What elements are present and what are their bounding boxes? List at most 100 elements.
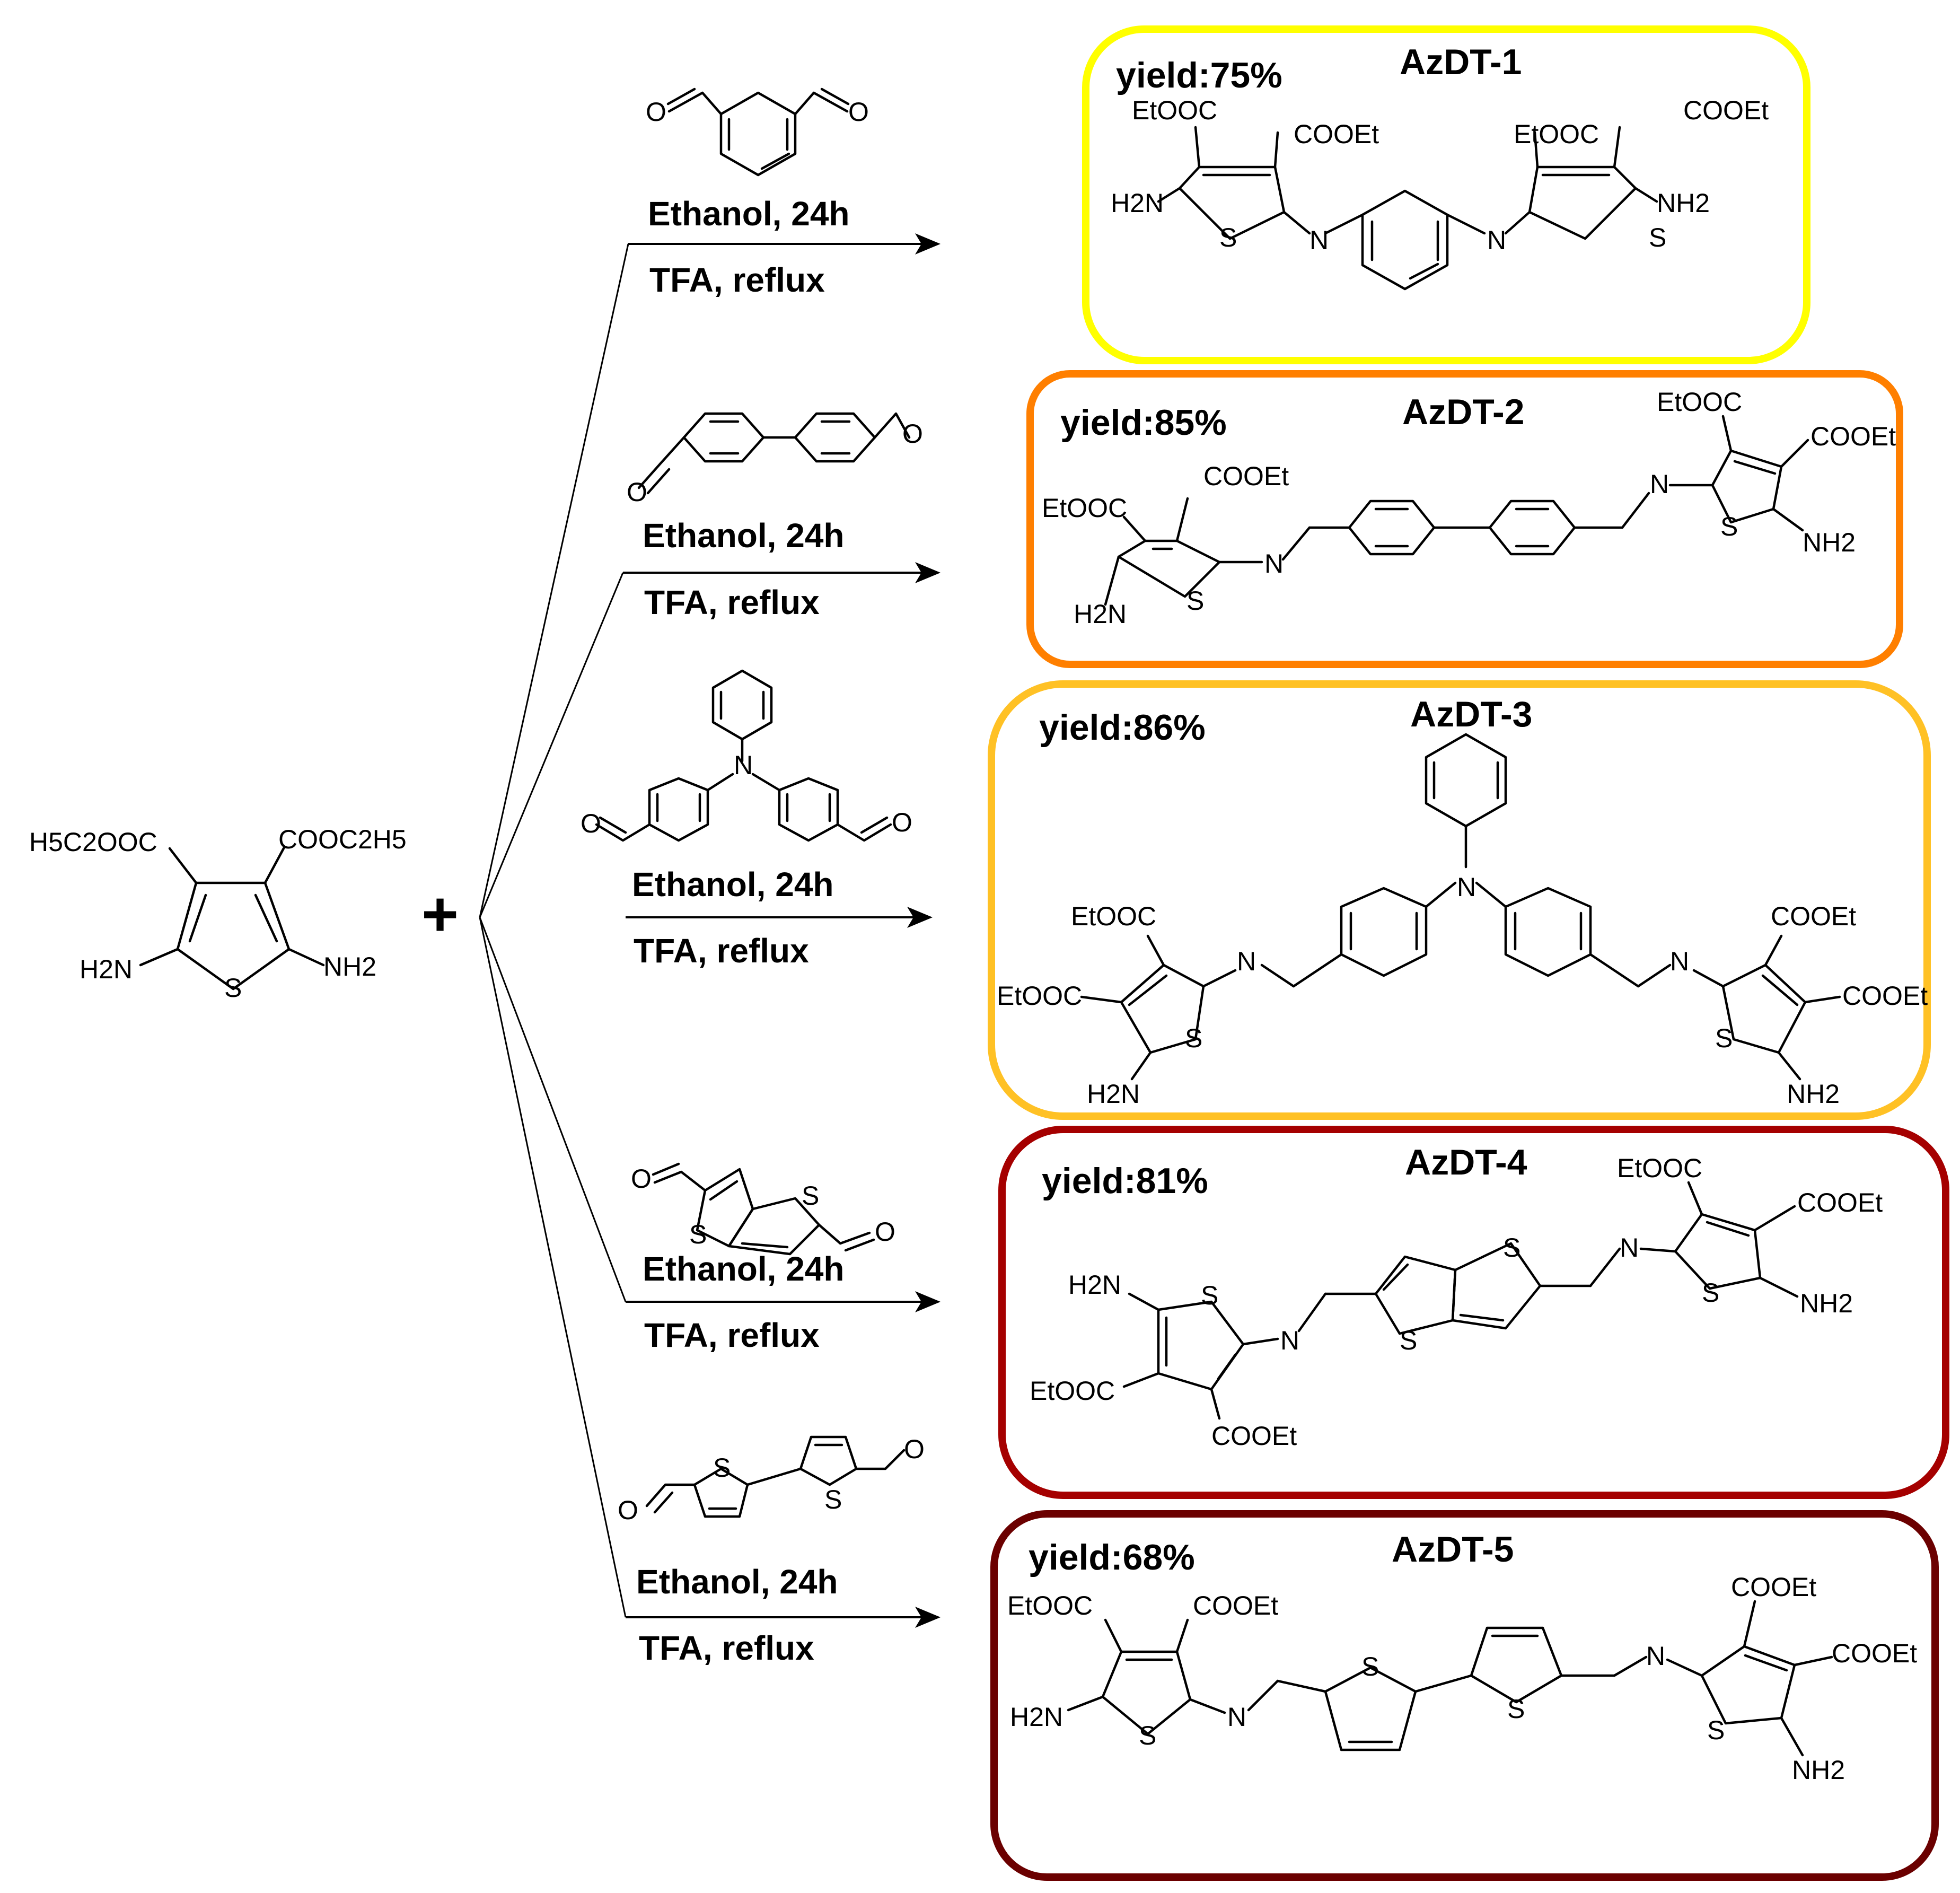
svg-text:S: S [1702,1278,1719,1308]
svg-text:EtOOC: EtOOC [1132,95,1217,125]
conditions-solvent-3: Ethanol, 24h [632,865,834,904]
svg-text:COOEt: COOEt [1211,1421,1297,1451]
product-yield-2: yield:85% [1060,402,1227,443]
svg-text:H2N: H2N [1010,1702,1063,1732]
conditions-catalyst-1: TFA, reflux [649,261,825,299]
svg-text:S: S [1219,223,1237,252]
plus-sign: + [421,879,459,950]
svg-text:H2N: H2N [1087,1079,1140,1109]
reactant-amine-left: H2N [80,954,133,984]
reagent-isophthalaldehyde: O O [646,87,869,177]
svg-text:N: N [1620,1233,1639,1263]
svg-text:COOEt: COOEt [1842,981,1928,1011]
svg-text:NH2: NH2 [1803,528,1856,557]
product-box-2: AzDT-2 yield:85% EtOOC COOEt H2N S N N E… [1026,370,1903,668]
svg-text:EtOOC: EtOOC [1007,1591,1093,1620]
conditions-solvent-5: Ethanol, 24h [636,1563,838,1601]
svg-text:O: O [627,477,647,507]
svg-text:O: O [646,97,666,127]
product-yield-5: yield:68% [1029,1537,1195,1578]
svg-text:S: S [1185,1023,1202,1053]
svg-text:COOEt: COOEt [1203,461,1289,491]
product-title-4: AzDT-4 [1405,1142,1527,1182]
svg-text:NH2: NH2 [1657,188,1710,218]
svg-text:EtOOC: EtOOC [1042,493,1127,523]
reaction-branches [479,243,629,1618]
svg-text:O: O [848,97,869,127]
conditions-solvent-2: Ethanol, 24h [643,516,845,555]
reactant-ester-left: H5C2OOC [29,827,157,857]
svg-text:S: S [1720,512,1738,541]
svg-text:N: N [1280,1326,1299,1355]
svg-text:N: N [1646,1641,1665,1671]
reagent-thienothiophene-dialdehyde: O O S S [631,1162,895,1256]
svg-text:H2N: H2N [1111,188,1164,218]
product-title-3: AzDT-3 [1410,694,1532,734]
conditions-catalyst-3: TFA, reflux [634,932,809,970]
svg-text:O: O [875,1217,895,1247]
product-title-1: AzDT-1 [1400,42,1522,82]
svg-text:N: N [1264,549,1284,579]
product-box-1: AzDT-1 yield:75% EtOOC COOEt H2N S N N E… [1082,25,1810,364]
svg-text:NH2: NH2 [1787,1079,1840,1109]
svg-text:S: S [1186,586,1204,616]
product-yield-1: yield:75% [1116,55,1282,95]
svg-text:H2N: H2N [1068,1270,1121,1300]
svg-text:S: S [1715,1023,1733,1053]
reactant-diaminothiophene: H5C2OOC COOC2H5 H2N NH2 S [29,825,407,1003]
svg-text:S: S [802,1181,819,1211]
svg-text:NH2: NH2 [1792,1755,1845,1785]
svg-text:EtOOC: EtOOC [1617,1153,1702,1183]
svg-text:H2N: H2N [1074,599,1127,629]
svg-text:EtOOC: EtOOC [1030,1376,1115,1406]
product-border-4 [998,1126,1949,1499]
product-box-4: AzDT-4 yield:81% H2N S EtOOC COOEt N S S… [998,1126,1949,1499]
svg-text:N: N [1237,946,1256,976]
svg-text:S: S [1139,1721,1156,1750]
svg-text:COOEt: COOEt [1294,119,1379,149]
svg-text:O: O [904,1434,925,1464]
svg-text:S: S [713,1453,731,1483]
conditions-catalyst-5: TFA, reflux [639,1629,814,1667]
svg-text:COOEt: COOEt [1193,1591,1278,1620]
product-box-3: AzDT-3 yield:86% N N N EtOOC EtOOC H2 [988,680,1931,1120]
svg-text:S: S [1361,1652,1379,1681]
svg-text:EtOOC: EtOOC [1514,119,1599,149]
svg-text:COOEt: COOEt [1683,95,1769,125]
svg-text:N: N [1457,872,1476,902]
reactant-sulfur: S [224,973,242,1003]
svg-text:COOEt: COOEt [1810,422,1896,451]
conditions-catalyst-4: TFA, reflux [644,1316,820,1354]
svg-text:S: S [1507,1694,1525,1724]
svg-text:S: S [689,1220,707,1249]
svg-text:N: N [734,750,753,780]
svg-text:S: S [1201,1281,1218,1310]
svg-text:COOEt: COOEt [1797,1188,1883,1217]
svg-text:EtOOC: EtOOC [1071,901,1156,931]
svg-text:N: N [1309,225,1329,255]
reagent-biphenyldicarboxaldehyde: O O [627,412,923,507]
svg-text:S: S [1400,1326,1417,1355]
svg-text:EtOOC: EtOOC [997,981,1082,1011]
product-title-5: AzDT-5 [1392,1529,1514,1570]
svg-text:N: N [1650,469,1669,499]
svg-text:N: N [1227,1702,1246,1732]
reactant-ester-right: COOC2H5 [278,825,407,854]
reactant-amine-right: NH2 [323,952,376,981]
svg-text:N: N [1670,946,1689,976]
svg-text:O: O [892,808,912,837]
product-yield-3: yield:86% [1039,707,1206,748]
product-border-1 [1082,25,1810,364]
svg-text:S: S [1649,223,1666,252]
product-box-5: AzDT-5 yield:68% EtOOC COOEt H2N S N S S… [990,1510,1939,1881]
svg-text:O: O [631,1164,652,1194]
conditions-solvent-1: Ethanol, 24h [648,195,850,233]
svg-text:COOEt: COOEt [1771,901,1856,931]
product-title-2: AzDT-2 [1402,392,1524,432]
reagent-triphenylamine-dialdehyde: N O O [581,669,912,842]
svg-text:S: S [824,1485,842,1514]
svg-text:COOEt: COOEt [1731,1572,1816,1602]
svg-text:O: O [581,809,601,838]
reagent-bithiophene-dialdehyde: O O S S [618,1434,925,1525]
